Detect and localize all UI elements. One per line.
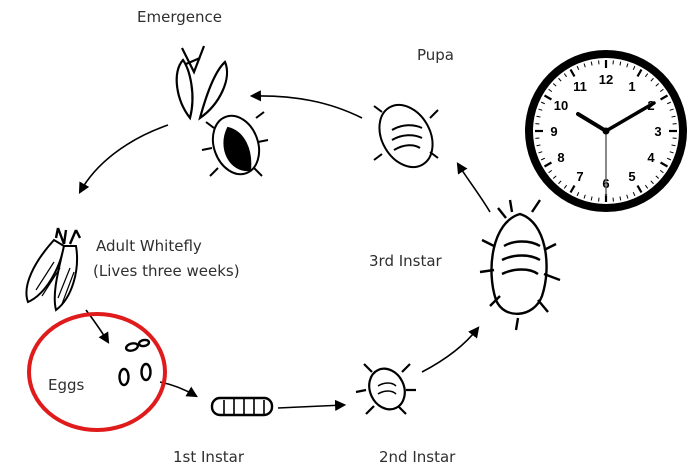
emerging-adult-icon [177,46,227,118]
arrow-1st-to-2nd-instar [278,405,344,408]
clock-number: 4 [647,150,655,165]
second-instar-icon [356,363,416,415]
arrow-2nd-to-3rd-instar [422,328,478,372]
arrow-emergence-to-adult [80,125,168,192]
clock-icon: 121234567891011 [525,50,687,212]
third-instar-icon [480,200,560,330]
clock-number: 7 [576,169,583,184]
eggs-icon [120,339,151,385]
pupal-case-icon [202,109,268,180]
arrow-pupa-to-emergence [252,96,362,118]
adult-whitefly-icon [26,228,80,310]
arrow-3rd-instar-to-pupa [458,164,490,212]
clock-number: 9 [550,124,557,139]
clock-number: 8 [557,150,564,165]
first-instar-icon [212,398,272,415]
clock-number: 5 [628,169,635,184]
clock-number: 3 [654,124,661,139]
pupa-icon [369,95,444,176]
clock-number: 11 [573,79,587,94]
clock-number: 12 [599,72,613,87]
clock-number: 10 [554,98,568,113]
clock-number: 1 [628,79,635,94]
